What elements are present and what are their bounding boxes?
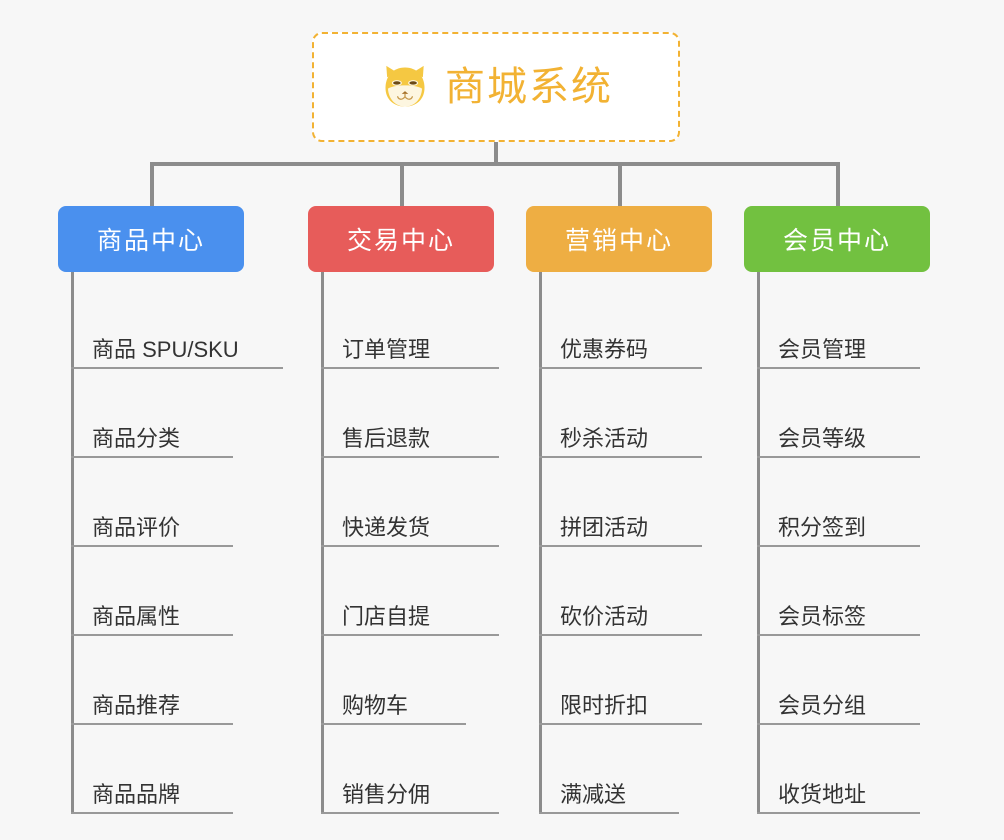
connector-drop-4 bbox=[836, 162, 840, 206]
leaf-rule bbox=[71, 367, 283, 369]
leaf-item[interactable]: 商品属性 bbox=[58, 547, 278, 636]
leaf-item[interactable]: 满减送 bbox=[526, 725, 746, 814]
leaf-label: 会员等级 bbox=[778, 425, 867, 451]
leaf-item[interactable]: 会员分组 bbox=[744, 636, 964, 725]
category-column-4: 会员中心 会员管理 会员等级 积分签到 会员标签 会员分组 bbox=[744, 206, 964, 814]
leaf-item[interactable]: 秒杀活动 bbox=[526, 369, 746, 458]
leaf-item[interactable]: 拼团活动 bbox=[526, 458, 746, 547]
leaf-label: 商品分类 bbox=[92, 425, 181, 451]
leaf-list-3: 优惠券码 秒杀活动 拼团活动 砍价活动 限时折扣 满减送 bbox=[526, 272, 746, 814]
leaf-item[interactable]: 售后退款 bbox=[308, 369, 528, 458]
leaf-list-4: 会员管理 会员等级 积分签到 会员标签 会员分组 收货地址 bbox=[744, 272, 964, 814]
leaf-rule bbox=[71, 545, 233, 547]
leaf-rule bbox=[539, 367, 702, 369]
leaf-item[interactable]: 限时折扣 bbox=[526, 636, 746, 725]
leaf-label: 会员分组 bbox=[778, 692, 867, 718]
leaf-rule bbox=[757, 723, 920, 725]
leaf-rule bbox=[539, 456, 702, 458]
category-column-2: 交易中心 订单管理 售后退款 快递发货 门店自提 购物车 bbox=[308, 206, 528, 814]
leaf-item[interactable]: 会员等级 bbox=[744, 369, 964, 458]
leaf-label: 商品推荐 bbox=[92, 692, 181, 718]
leaf-list-1: 商品 SPU/SKU 商品分类 商品评价 商品属性 商品推荐 商品品牌 bbox=[58, 272, 283, 814]
category-column-3: 营销中心 优惠券码 秒杀活动 拼团活动 砍价活动 限时折扣 bbox=[526, 206, 746, 814]
connector-horizontal-bus bbox=[150, 162, 840, 166]
leaf-label: 会员标签 bbox=[778, 603, 867, 629]
leaf-item[interactable]: 砍价活动 bbox=[526, 547, 746, 636]
category-header-2[interactable]: 交易中心 bbox=[308, 206, 494, 272]
leaf-item[interactable]: 商品 SPU/SKU bbox=[58, 280, 283, 369]
leaf-rule bbox=[757, 812, 920, 814]
leaf-rule bbox=[321, 545, 499, 547]
category-column-1: 商品中心 商品 SPU/SKU 商品分类 商品评价 商品属性 商品推荐 bbox=[58, 206, 283, 814]
leaf-rule bbox=[539, 812, 679, 814]
leaf-rule bbox=[757, 367, 920, 369]
leaf-label: 优惠券码 bbox=[560, 336, 649, 362]
leaf-label: 拼团活动 bbox=[560, 514, 649, 540]
category-header-4[interactable]: 会员中心 bbox=[744, 206, 930, 272]
leaf-label: 满减送 bbox=[560, 781, 627, 807]
leaf-label: 门店自提 bbox=[342, 603, 431, 629]
leaf-item[interactable]: 会员管理 bbox=[744, 280, 964, 369]
leaf-item[interactable]: 收货地址 bbox=[744, 725, 964, 814]
leaf-item[interactable]: 门店自提 bbox=[308, 547, 528, 636]
leaf-item[interactable]: 销售分佣 bbox=[308, 725, 528, 814]
connector-drop-1 bbox=[150, 162, 154, 206]
leaf-label: 商品品牌 bbox=[92, 781, 181, 807]
leaf-trunk-3 bbox=[539, 272, 542, 814]
connector-drop-3 bbox=[618, 162, 622, 206]
leaf-label: 商品评价 bbox=[92, 514, 181, 540]
category-header-1[interactable]: 商品中心 bbox=[58, 206, 244, 272]
leaf-rule bbox=[757, 634, 920, 636]
leaf-label: 快递发货 bbox=[342, 514, 431, 540]
leaf-label: 砍价活动 bbox=[560, 603, 649, 629]
leaf-trunk-1 bbox=[71, 272, 74, 814]
leaf-label: 收货地址 bbox=[778, 781, 867, 807]
leaf-trunk-2 bbox=[321, 272, 324, 814]
leaf-rule bbox=[71, 723, 233, 725]
leaf-rule bbox=[539, 545, 702, 547]
leaf-label: 购物车 bbox=[342, 692, 409, 718]
leaf-label: 售后退款 bbox=[342, 425, 431, 451]
leaf-label: 会员管理 bbox=[778, 336, 867, 362]
leaf-item[interactable]: 优惠券码 bbox=[526, 280, 746, 369]
leaf-trunk-4 bbox=[757, 272, 760, 814]
leaf-rule bbox=[71, 456, 233, 458]
leaf-rule bbox=[321, 634, 499, 636]
leaf-rule bbox=[321, 812, 499, 814]
leaf-label: 积分签到 bbox=[778, 514, 867, 540]
leaf-rule bbox=[71, 634, 233, 636]
leaf-label: 限时折扣 bbox=[560, 692, 649, 718]
category-header-3[interactable]: 营销中心 bbox=[526, 206, 712, 272]
root-node[interactable]: 商城系统 bbox=[312, 32, 680, 142]
connector-root-stem bbox=[494, 142, 498, 164]
leaf-rule bbox=[71, 812, 233, 814]
leaf-item[interactable]: 商品分类 bbox=[58, 369, 278, 458]
leaf-item[interactable]: 商品评价 bbox=[58, 458, 278, 547]
leaf-rule bbox=[321, 367, 499, 369]
leaf-item[interactable]: 购物车 bbox=[308, 636, 528, 725]
leaf-label: 秒杀活动 bbox=[560, 425, 649, 451]
leaf-rule bbox=[539, 723, 702, 725]
leaf-rule bbox=[321, 456, 499, 458]
leaf-item[interactable]: 积分签到 bbox=[744, 458, 964, 547]
leaf-list-2: 订单管理 售后退款 快递发货 门店自提 购物车 销售分佣 bbox=[308, 272, 528, 814]
leaf-label: 销售分佣 bbox=[342, 781, 431, 807]
root-title: 商城系统 bbox=[445, 65, 613, 109]
leaf-item[interactable]: 商品推荐 bbox=[58, 636, 278, 725]
leaf-item[interactable]: 会员标签 bbox=[744, 547, 964, 636]
leaf-rule bbox=[321, 723, 466, 725]
connector-drop-2 bbox=[400, 162, 404, 206]
leaf-rule bbox=[539, 634, 702, 636]
leaf-label: 订单管理 bbox=[342, 336, 431, 362]
leaf-item[interactable]: 订单管理 bbox=[308, 280, 528, 369]
leaf-rule bbox=[757, 456, 920, 458]
leaf-label: 商品 SPU/SKU bbox=[92, 336, 239, 362]
shiba-dog-icon bbox=[385, 65, 425, 107]
leaf-item[interactable]: 商品品牌 bbox=[58, 725, 278, 814]
leaf-rule bbox=[757, 545, 920, 547]
leaf-item[interactable]: 快递发货 bbox=[308, 458, 528, 547]
leaf-label: 商品属性 bbox=[92, 603, 181, 629]
